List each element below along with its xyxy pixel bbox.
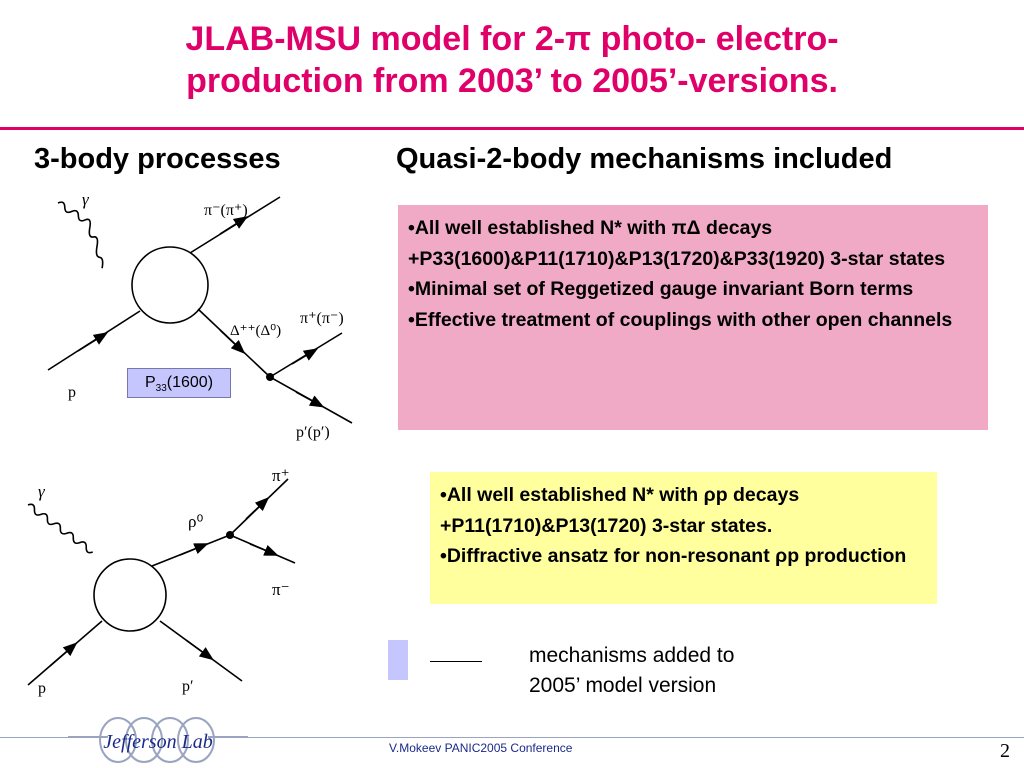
pi-minus-arrow: [249, 543, 279, 556]
photon-line-2: [27, 503, 93, 554]
label-pi-delta: π⁺(π⁻): [300, 310, 344, 327]
pink-item-3: •Effective treatment of couplings with o…: [408, 308, 953, 331]
feynman-diagram-rho: γ ρ⁰ π⁺ π⁻ p p′: [27, 466, 296, 697]
page-number: 2: [1000, 740, 1010, 762]
label-rho: ρ⁰: [188, 512, 203, 531]
p33-resonance-tag: P33(1600): [127, 368, 231, 398]
p33-tag-subscript: 33: [155, 383, 167, 395]
legend-line: [430, 661, 482, 662]
slide-title: JLAB-MSU model for 2-π photo- electro- p…: [0, 18, 1024, 102]
label-proton-in: p: [68, 384, 76, 401]
proton-in-arrow-2: [49, 642, 78, 667]
p33-tag-mass: (1600): [166, 374, 214, 391]
pion-delta-arrow: [291, 348, 319, 365]
proton-out-arrow-2: [185, 639, 214, 661]
label-gamma: γ: [82, 190, 90, 209]
label-pi-plus: π⁺: [272, 466, 290, 485]
legend-line2: 2005’ model version: [529, 674, 717, 697]
pion-arrow: [219, 216, 249, 235]
pink-item-2: •Minimal set of Reggetized gauge invaria…: [408, 278, 914, 300]
footer-rule-left: [0, 737, 78, 738]
proton-out-arrow: [295, 391, 325, 408]
yellow-item-2: •Diffractive ansatz for non-resonant ρp …: [440, 545, 907, 567]
logo-text: Jefferson Lab: [103, 731, 212, 753]
interaction-blob: [131, 246, 209, 324]
label-proton-out-2: p′: [182, 678, 194, 695]
proton-in-arrow: [77, 332, 109, 352]
interaction-blob-2: [93, 558, 167, 632]
label-gamma-2: γ: [38, 482, 46, 501]
right-column-heading: Quasi-2-body mechanisms included: [396, 143, 893, 175]
legend-line1: mechanisms added to: [529, 644, 735, 667]
label-delta: Δ⁺⁺(Δ⁰): [230, 323, 281, 339]
footer-text: V.Mokeev PANIC2005 Conference: [389, 741, 573, 755]
label-pi-minus: π⁻: [272, 580, 290, 599]
jefferson-lab-logo: Jefferson Lab: [68, 717, 248, 763]
footer-rule-right: [240, 737, 1024, 738]
feynman-diagram-three-body: γ π⁻(π⁺) Δ⁺⁺(Δ⁰) π⁺(π⁻) p p′(p′): [47, 190, 353, 441]
delta-arrow: [219, 329, 246, 354]
yellow-item-1: •All well established N* with ρp decays …: [440, 484, 800, 537]
rho-p-mechanisms-box: •All well established N* with ρp decays …: [430, 472, 937, 604]
pi-plus-arrow: [245, 497, 270, 520]
p33-tag-letter: P: [144, 374, 156, 391]
label-pi-out: π⁻(π⁺): [204, 202, 248, 219]
slide-title-line2: production from 2003’ to 2005’-versions.: [186, 62, 838, 100]
pi-delta-mechanisms-box: •All well established N* with πΔ decays …: [398, 205, 988, 430]
rho-arrow: [179, 543, 209, 556]
pink-item-1: •All well established N* with πΔ decays …: [408, 217, 946, 270]
label-proton-out: p′(p′): [296, 424, 330, 441]
title-divider: [0, 127, 1024, 130]
legend-swatch: [388, 640, 408, 680]
legend-text: mechanisms added to 2005’ model version: [529, 641, 734, 701]
label-proton-in-2: p: [38, 680, 46, 697]
photon-line: [57, 201, 104, 269]
left-column-heading: 3-body processes: [34, 143, 281, 175]
slide-title-line1: JLAB-MSU model for 2-π photo- electro-: [185, 20, 839, 58]
